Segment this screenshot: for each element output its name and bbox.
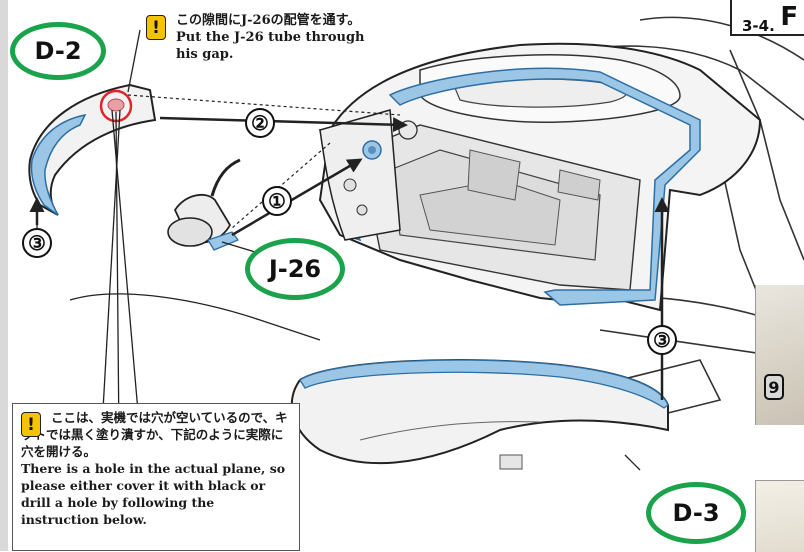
step-title-fragment: F [780,2,799,32]
assembly-arrows [29,116,670,400]
console-tub [318,42,762,312]
gap-warning-jp: この隙間にJ-26の配管を通す。 [176,13,361,28]
part-j26-shape [167,158,241,251]
gap-warning-note: ! この隙間にJ-26の配管を通す。 Put the J-26 tube thr… [146,12,406,63]
part-d2-shape [28,83,157,216]
step-marker-1: ① [262,186,292,216]
step-number: 3-4. [742,17,775,35]
tub-highlight [388,67,701,306]
part-label-d2: D-2 [10,22,106,80]
part-d3-shape [290,359,669,470]
warning-icon: ! [146,15,166,40]
part-label-d3: D-3 [646,482,746,544]
hole-warning-note: ! ここは、実機では穴が空いているので、キットでは黒く塗り潰すか、下記のように実… [12,403,300,551]
step-marker-3-left: ③ [22,228,52,258]
hole-warning-jp: ここは、実機では穴が空いているので、キットでは黒く塗り潰すか、下記のように実際に… [21,410,288,459]
warning-icon: ! [21,412,41,437]
gap-warning-en-2: his gap. [176,47,234,62]
paint-color-badge: 9 [764,374,784,400]
step-marker-3-right: ③ [647,325,677,355]
hole-warning-en: There is a hole in the actual plane, so … [21,461,286,527]
step-header: 3-4. F [730,0,804,36]
part-label-j26: J-26 [245,238,345,300]
step-marker-2: ② [245,108,275,138]
gap-warning-en-1: Put the J-26 tube through [176,30,365,45]
reference-photo-bottom [755,480,804,552]
reference-photo-top [755,285,804,425]
page-edge-strip [0,0,8,551]
